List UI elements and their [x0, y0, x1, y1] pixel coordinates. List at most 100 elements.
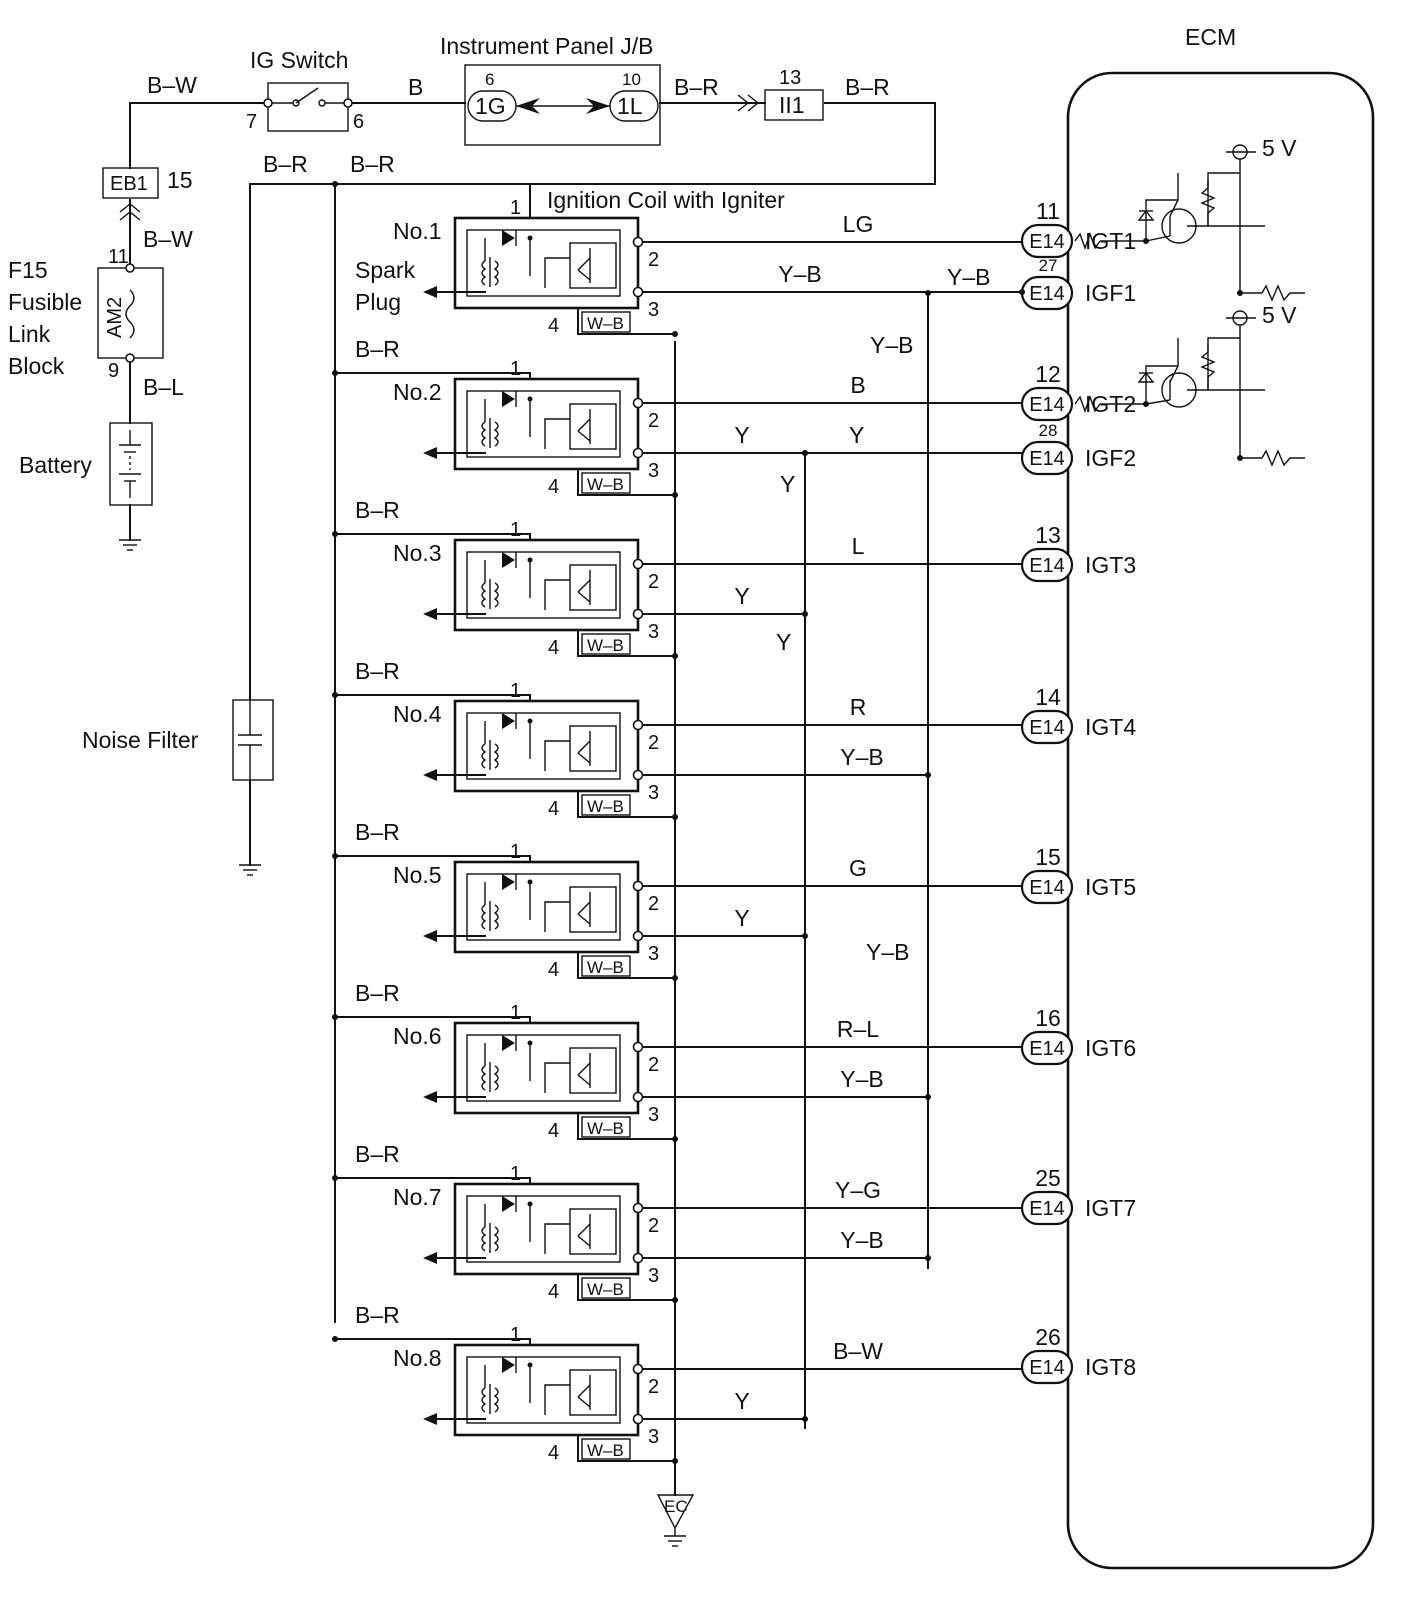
coil-br-wire: B–R — [355, 1141, 400, 1167]
jb-pin-1l: 1L — [617, 93, 643, 119]
coil-pin-1: 1 — [510, 1163, 521, 1185]
ecm-pin-name: IGF2 — [1085, 445, 1136, 471]
coil-number-label: No.5 — [393, 862, 442, 888]
ig-switch: IG Switch 7 6 — [246, 47, 364, 133]
spark-plug-label-line-1: Spark — [355, 257, 416, 283]
coil-pin-1: 1 — [510, 680, 521, 702]
ecm-supply-bottom: 5 V — [1262, 302, 1297, 328]
coil-number-label: No.7 — [393, 1184, 442, 1210]
coil-br-wire: B–R — [355, 336, 400, 362]
coil-number-label: No.1 — [393, 218, 442, 244]
ecm-pin-number: 26 — [1035, 1324, 1061, 1350]
coil-ground-wire: W–B — [587, 314, 624, 333]
wire-br-bus: B–R — [350, 151, 395, 177]
ecm-connector-label: E14 — [1029, 717, 1065, 739]
ecm-pin-name: IGT8 — [1085, 1354, 1136, 1380]
ecm-block: ECM 5 V — [1066, 24, 1375, 1570]
ground-ec: EC — [656, 1494, 695, 1547]
coil-pin-1: 1 — [510, 1324, 521, 1346]
coil-igf-wire: Y–B — [840, 744, 883, 770]
coil-br-wire: B–R — [355, 497, 400, 523]
ecm-pin-name: IGT5 — [1085, 874, 1136, 900]
coil-pin-3: 3 — [648, 460, 659, 482]
ecm-pin-name: IGT4 — [1085, 714, 1136, 740]
coil-pin-2: 2 — [648, 893, 659, 915]
coil-pin-2: 2 — [648, 1376, 659, 1398]
coil-ground-wire: W–B — [587, 636, 624, 655]
wire-br-right: B–R — [845, 74, 890, 100]
ecm-pin-number: 16 — [1035, 1005, 1061, 1031]
coil-pin-3: 3 — [648, 1104, 659, 1126]
wire-bw-eb1: B–W — [143, 226, 193, 252]
ecm-outline — [1066, 71, 1375, 1570]
ecm-pin-number: 28 — [1039, 421, 1058, 440]
ig-switch-label: IG Switch — [250, 47, 348, 73]
ecm-supply-top: 5 V — [1262, 135, 1297, 161]
fusible-link-line-4: Block — [8, 353, 65, 379]
coil-pin-2: 2 — [648, 571, 659, 593]
coil-pin-2: 2 — [648, 732, 659, 754]
igf2-wire-right: Y — [849, 422, 864, 448]
coil-pin-3: 3 — [648, 299, 659, 321]
ecm-connector-label: E14 — [1029, 283, 1065, 305]
ecm-connector-label: E14 — [1029, 448, 1065, 470]
ecm-connector-label: E14 — [1029, 555, 1065, 577]
instrument-panel-jb: Instrument Panel J/B 1G 6 1L 10 — [440, 33, 661, 146]
coil-pin-4: 4 — [548, 798, 559, 820]
coil-pin-3: 3 — [648, 782, 659, 804]
coil-igf-wire: Y — [734, 905, 749, 931]
coil-ground-wire: W–B — [587, 797, 624, 816]
ecm-connector-label: E14 — [1029, 877, 1065, 899]
coil-pin-3: 3 — [648, 621, 659, 643]
ig-switch-pin-in: 7 — [246, 111, 257, 133]
power-supply-circuit: IG Switch 7 6 B–W B Instrument Panel J/B… — [8, 33, 936, 1323]
coil-number-label: No.2 — [393, 379, 442, 405]
coil-pin-4: 4 — [548, 1281, 559, 1303]
coil-pin-3: 3 — [648, 1426, 659, 1448]
coil-pin-2: 2 — [648, 1215, 659, 1237]
ecm-pin-name: IGF1 — [1085, 280, 1136, 306]
coil-br-wire: B–R — [355, 658, 400, 684]
coil-number-label: No.3 — [393, 540, 442, 566]
ecm-pin-number: 25 — [1035, 1165, 1061, 1191]
coil-number-label: No.6 — [393, 1023, 442, 1049]
coil-number-label: No.4 — [393, 701, 442, 727]
coil-pin-1: 1 — [510, 358, 521, 380]
ecm-pin-number: 11 — [1036, 198, 1060, 224]
ecm-internal-circuit-1 — [1074, 144, 1305, 302]
igf1-wire-vertical-b: Y–B — [866, 939, 909, 965]
wire-br-jb: B–R — [674, 74, 719, 100]
ecm-connector-label: E14 — [1029, 394, 1065, 416]
coil-igf-wire: Y–B — [840, 1066, 883, 1092]
connector-ii1: II1 13 — [737, 67, 824, 121]
battery: Battery — [19, 422, 153, 506]
fusible-link-block: AM2 11 9 F15 Fusible Link Block — [8, 246, 164, 382]
ecm-connector-label: E14 — [1029, 1198, 1065, 1220]
fuse-pin-bottom: 9 — [108, 360, 119, 382]
jb-pin-1g-number: 6 — [485, 70, 494, 89]
ignition-coil-group: 1234No.1W–BLGY–BB–R1234No.2W–BBYB–R1234N… — [332, 183, 1025, 1464]
coil-pin-1: 1 — [510, 1002, 521, 1024]
coil-ground-wire: W–B — [587, 1119, 624, 1138]
ecm-connector-label: E14 — [1029, 231, 1065, 253]
ecm-pin-number: 12 — [1035, 361, 1061, 387]
connector-ii1-number: 13 — [779, 67, 801, 89]
coil-pin-1: 1 — [510, 197, 521, 219]
ecm-pin-name: IGT1 — [1085, 228, 1136, 254]
coil-pin-4: 4 — [548, 476, 559, 498]
coil-pin-2: 2 — [648, 1054, 659, 1076]
coil-ground-wire: W–B — [587, 475, 624, 494]
coil-ground-wire: W–B — [587, 1280, 624, 1299]
ecm-pin-name: IGT3 — [1085, 552, 1136, 578]
